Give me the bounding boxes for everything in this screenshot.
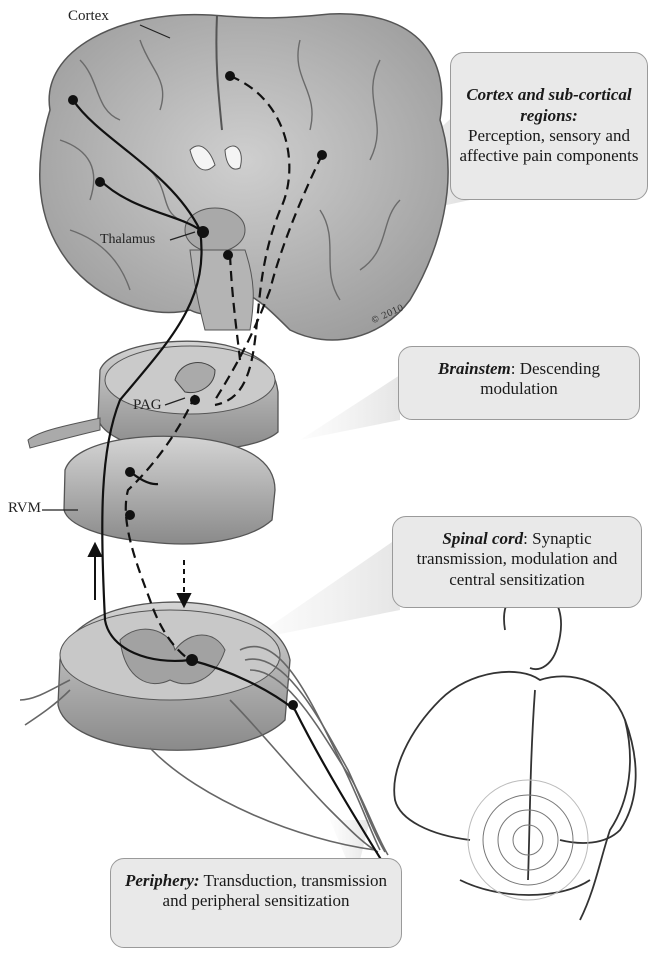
spinal-box: Spinal cord: Synaptic transmission, modu…	[392, 516, 642, 608]
spinal-box-title: Spinal cord	[442, 529, 523, 548]
right-arm	[560, 720, 636, 843]
periphery-box: Periphery: Transduction, transmission an…	[110, 858, 402, 948]
medulla-slab	[64, 436, 275, 544]
cortex-label: Cortex	[68, 8, 109, 25]
brainstem-stalk	[190, 250, 253, 330]
brainstem-beam	[300, 375, 400, 440]
rvm-label: RVM	[8, 500, 41, 517]
spine-line	[528, 690, 535, 880]
nerve-stub	[28, 418, 100, 448]
periphery-box-title: Periphery:	[125, 871, 200, 890]
brainstem-slabs	[28, 341, 278, 544]
cortex-box: Cortex and sub-cortical regions: Percept…	[450, 52, 648, 200]
cortex-box-text: Perception, sensory and affective pain c…	[459, 126, 639, 167]
spinal-cord	[20, 602, 388, 855]
human-figure	[394, 589, 635, 920]
cortex-box-title: Cortex and sub-cortical regions:	[459, 85, 639, 126]
brainstem-box-title: Brainstem	[438, 359, 511, 378]
thalamus	[185, 208, 245, 252]
pag-label: PAG	[133, 397, 162, 414]
pain-rings	[468, 780, 588, 900]
left-arm	[394, 700, 470, 840]
brainstem-box: Brainstem: Descending modulation	[398, 346, 640, 420]
spinal-beam	[250, 540, 400, 640]
thalamus-label: Thalamus	[100, 232, 155, 248]
brain-section	[40, 14, 448, 340]
